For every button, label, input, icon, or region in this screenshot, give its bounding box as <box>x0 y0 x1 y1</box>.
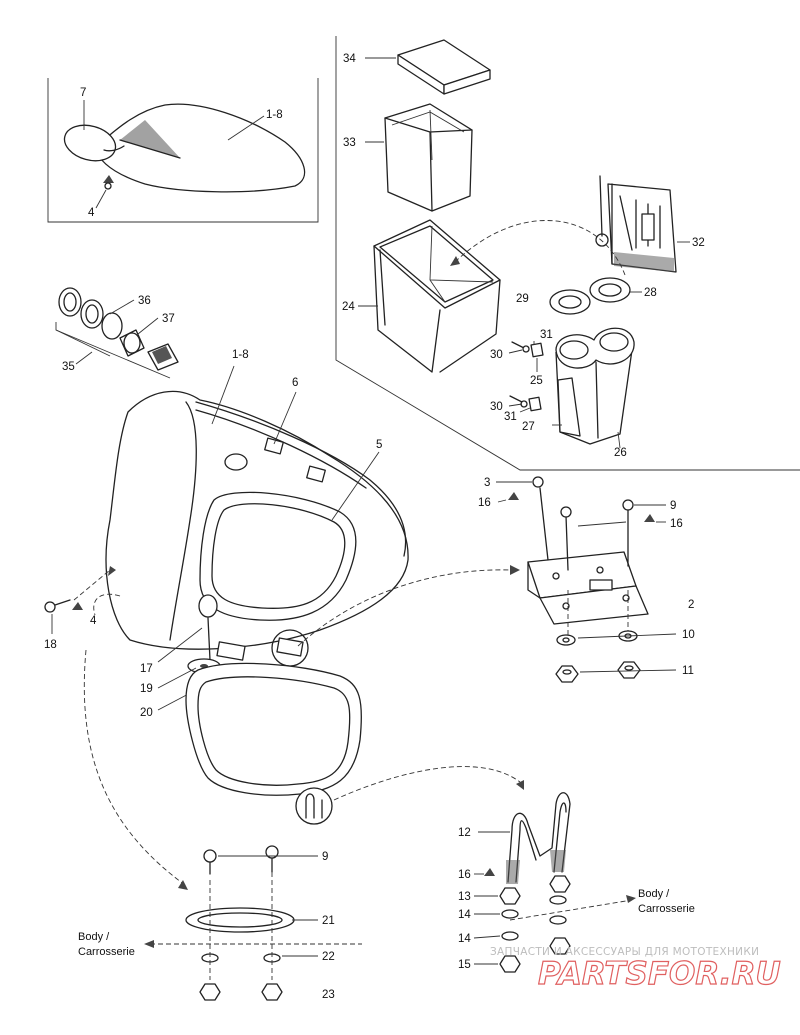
callout-31b: 31 <box>504 411 517 423</box>
callout-27: 27 <box>522 421 535 433</box>
callout-22: 22 <box>322 951 335 963</box>
callout-6: 6 <box>292 377 298 389</box>
callout-26: 26 <box>614 447 627 459</box>
callout-33: 33 <box>343 137 356 149</box>
callout-19: 19 <box>140 683 153 695</box>
callout-10: 10 <box>682 629 695 641</box>
callout-15: 15 <box>458 959 471 971</box>
body-label-left-2: Carrosserie <box>78 946 135 958</box>
lower-fastener-stack <box>185 845 295 1001</box>
callout-16c: 16 <box>458 869 471 881</box>
callout-37: 37 <box>162 313 175 325</box>
callout-36: 36 <box>138 295 151 307</box>
callout-14a: 14 <box>458 909 471 921</box>
callout-4a: 4 <box>88 207 95 219</box>
callout-9b: 9 <box>322 851 328 863</box>
callout-32: 32 <box>692 237 705 249</box>
callout-13: 13 <box>458 891 471 903</box>
clip-detail <box>295 787 333 825</box>
callout-3: 3 <box>484 477 490 489</box>
callout-17: 17 <box>140 663 153 675</box>
bracket-nuts <box>555 630 641 683</box>
callout-30a: 30 <box>490 349 503 361</box>
seat-inset-frame <box>47 78 319 223</box>
callout-35: 35 <box>62 361 75 373</box>
callout-21: 21 <box>322 915 335 927</box>
seat-assembly <box>63 103 306 193</box>
callout-23: 23 <box>322 989 335 1001</box>
callout-4b: 4 <box>90 615 97 627</box>
body-shell <box>105 390 409 691</box>
body-label-left-1: Body / <box>78 931 110 943</box>
u-bolt-assembly <box>484 792 571 973</box>
callout-1-8b: 1-8 <box>232 349 249 361</box>
body-label-right-1: Body / <box>638 888 670 900</box>
cup-holder-fasteners <box>509 341 544 412</box>
storage-lid <box>397 39 491 95</box>
cup-gaskets <box>549 277 631 315</box>
callout-14b: 14 <box>458 933 471 945</box>
callout-30b: 30 <box>490 401 503 413</box>
storage-inset-frame <box>335 36 800 471</box>
callout-24: 24 <box>342 301 355 313</box>
window-gasket <box>185 662 363 796</box>
callout-18: 18 <box>44 639 57 651</box>
storage-bin <box>384 103 473 212</box>
callout-28: 28 <box>644 287 657 299</box>
watermark-logo: PARTSFOR.RU <box>538 956 781 992</box>
watermark-tagline: ЗАПЧАСТИ И АКСЕССУАРЫ ДЛЯ МОТОТЕХНИКИ <box>490 946 759 958</box>
callout-16a: 16 <box>478 497 491 509</box>
callout-34: 34 <box>343 53 356 65</box>
callout-9a: 9 <box>670 500 676 512</box>
gauge-parts <box>58 287 179 371</box>
callout-7: 7 <box>80 87 86 99</box>
callout-20: 20 <box>140 707 153 719</box>
callout-25: 25 <box>530 375 543 387</box>
callout-11: 11 <box>682 665 694 677</box>
body-label-right-2: Carrosserie <box>638 903 695 915</box>
callout-numbers: 34 33 7 1-8 4 32 28 29 24 36 37 35 1-8 6… <box>44 53 705 1001</box>
callout-16b: 16 <box>670 518 683 530</box>
callout-2: 2 <box>688 599 694 611</box>
cup-holder <box>555 327 635 445</box>
tool-kit <box>595 175 677 273</box>
callout-1-8a: 1-8 <box>266 109 283 121</box>
callout-5: 5 <box>376 439 382 451</box>
storage-bucket <box>373 219 501 373</box>
callout-12: 12 <box>458 827 471 839</box>
mounting-screw-18 <box>44 599 83 613</box>
callout-29: 29 <box>516 293 529 305</box>
hinge-bracket <box>508 476 655 625</box>
callout-31a: 31 <box>540 329 553 341</box>
